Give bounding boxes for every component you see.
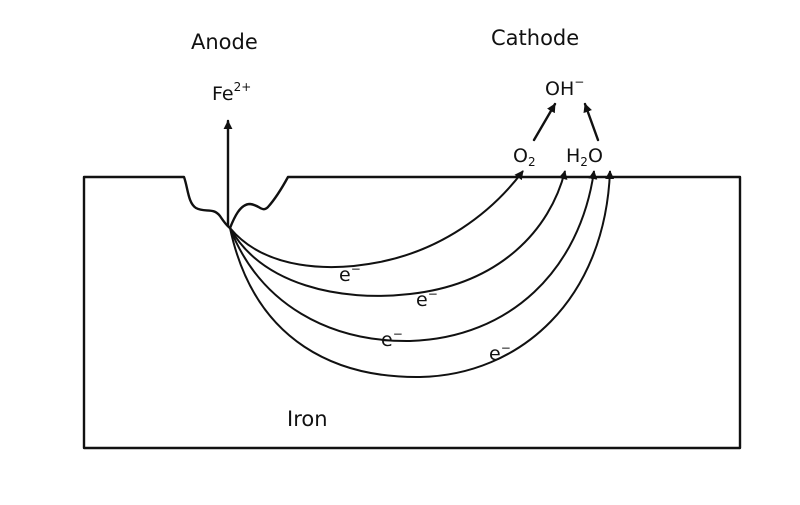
iron-ion-formula: Fe2+ [212, 80, 251, 105]
electron-label-4: e− [489, 341, 511, 365]
iron-block-outline [82, 175, 742, 450]
hydroxide-formula: OH− [545, 75, 584, 100]
oxygen-formula: O2 [513, 145, 536, 169]
electron-label-2: e− [416, 287, 438, 311]
electron-label-1: e− [339, 262, 361, 286]
electron-label-3: e− [381, 327, 403, 351]
iron-label: Iron [287, 407, 328, 431]
electron-path-1 [229, 170, 524, 268]
water-to-hydroxide-arrow [583, 102, 600, 142]
cathode-label: Cathode [491, 26, 579, 50]
electron-path-4 [229, 170, 615, 379]
water-formula: H2O [566, 145, 603, 169]
electron-path-3 [229, 170, 598, 343]
oxygen-to-hydroxide-arrow [532, 102, 557, 142]
electron-path-2 [229, 170, 568, 297]
anode-label: Anode [191, 30, 258, 54]
